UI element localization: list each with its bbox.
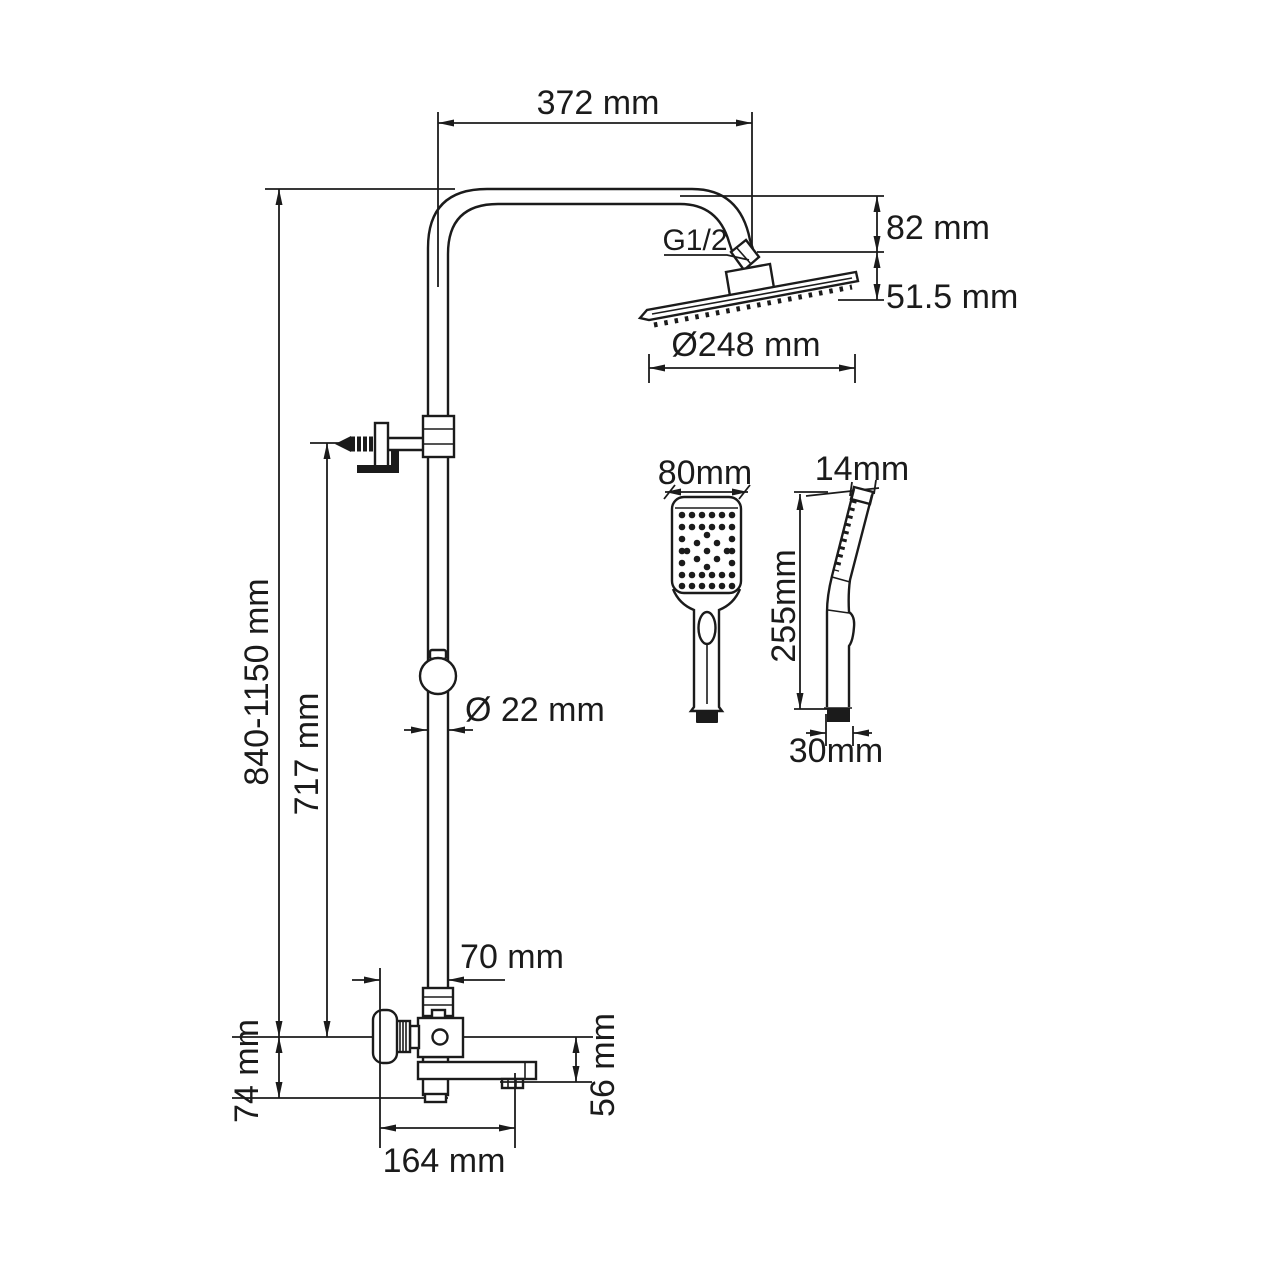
spray-nozzle-dots [678, 511, 736, 590]
dim-hand-shower-width-label: 80mm [658, 454, 752, 492]
wall-bracket [335, 414, 456, 473]
shower-head-nozzles [653, 284, 853, 328]
pipe-coupling-upper [421, 414, 456, 459]
side-view-nozzle-ribs [833, 499, 857, 572]
mixer-valve [371, 986, 538, 1104]
dim-mixer-drop: 74 mm [228, 1019, 448, 1123]
handle-inlet-cap [696, 711, 718, 723]
dim-mixer-drop-label: 74 mm [228, 1019, 266, 1123]
hand-shower-front-view: 80mm [658, 454, 752, 723]
bracket-hook [357, 449, 399, 473]
dim-bracket-height: 717 mm [288, 442, 348, 1037]
dim-head-diameter-label: Ø248 mm [671, 326, 820, 364]
dim-thread-label: G1/2 [662, 224, 727, 257]
tub-spout [416, 1060, 538, 1081]
overhead-shower-head [637, 238, 860, 328]
hand-shower-side-view: 14mm 255mm 30mm [765, 450, 909, 770]
spout-aerator [500, 1077, 525, 1090]
g12-connector-nut [729, 238, 761, 272]
hand-shower-face [670, 495, 743, 595]
dim-spout-length: 164 mm [380, 1073, 516, 1180]
mixer-handle [371, 1008, 399, 1065]
slider-knob [418, 656, 458, 696]
bracket-flange [373, 421, 390, 469]
riser-pipe-and-arm [426, 187, 755, 992]
dim-hand-shower-length-label: 255mm [765, 549, 803, 662]
dim-head-offset: 82 mm 51.5 mm [680, 195, 1018, 316]
dim-head-height-label: 82 mm [886, 209, 990, 247]
dim-pipe-diameter-label: Ø 22 mm [465, 691, 605, 729]
valve-body [416, 1016, 465, 1059]
slider-holder [418, 648, 458, 696]
side-view-inlet-cap [827, 708, 850, 722]
dim-column-height-label: 840-1150 mm [238, 578, 276, 785]
dim-hand-shower-thickness-label: 14mm [815, 450, 909, 488]
dim-arm-width: 372 mm [437, 84, 753, 287]
dim-spout-drop-label: 56 mm [584, 1013, 622, 1117]
wall-screw-tip [335, 436, 351, 452]
dim-thread: G1/2 [662, 224, 750, 261]
dim-bracket-height-label: 717 mm [288, 693, 326, 816]
mode-button [697, 610, 717, 646]
dim-arm-width-label: 372 mm [537, 84, 660, 122]
dim-mixer-offset: 70 mm [352, 938, 564, 1148]
dim-head-diameter: Ø248 mm [648, 326, 856, 383]
dim-column-height: 840-1150 mm [238, 189, 283, 1037]
dim-spout-length-label: 164 mm [383, 1142, 506, 1180]
dim-mixer-offset-label: 70 mm [460, 938, 564, 976]
side-view-right-edge [847, 494, 874, 707]
side-view-left-edge [825, 488, 856, 707]
diverter-dot [431, 1028, 449, 1046]
dim-hand-shower-handle-width-label: 30mm [789, 732, 883, 770]
dim-head-drop-label: 51.5 mm [886, 278, 1018, 316]
dim-pipe-diameter: Ø 22 mm [404, 691, 605, 734]
